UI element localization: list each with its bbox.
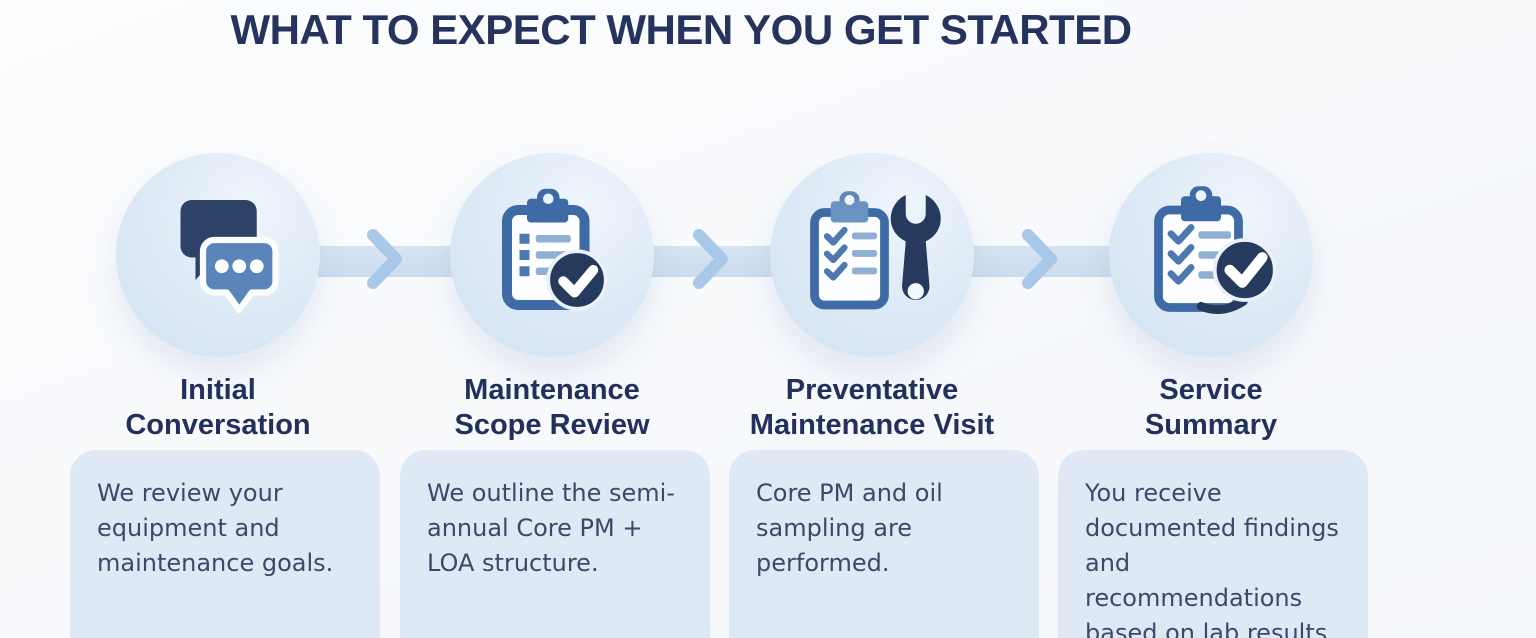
clipboard-check-badge-icon bbox=[1154, 186, 1277, 315]
step-title-line: Scope Review bbox=[454, 409, 650, 441]
step-description: You receive documented findings and reco… bbox=[1085, 479, 1339, 638]
step-title-line: Preventative bbox=[785, 374, 959, 406]
step-title-line: Conversation bbox=[125, 409, 311, 441]
step-description: We outline the semi-annual Core PM + LOA… bbox=[427, 479, 675, 577]
step-card-initial-conversation: We review your equipment and maintenance… bbox=[70, 450, 380, 638]
step-card-maintenance-scope-review: We outline the semi-annual Core PM + LOA… bbox=[400, 450, 710, 638]
step-circle-service-summary bbox=[1109, 153, 1313, 357]
clipboard-wrench-icon bbox=[810, 191, 941, 310]
chat-bubbles-icon bbox=[180, 200, 279, 314]
step-title-line: Summary bbox=[1144, 409, 1278, 441]
step-title-initial-conversation: Initial Conversation bbox=[58, 373, 378, 443]
step-circle-initial-conversation bbox=[116, 153, 320, 357]
step-circle-maintenance-scope-review bbox=[450, 153, 654, 357]
page-title: WHAT TO EXPECT WHEN YOU GET STARTED bbox=[230, 6, 1132, 53]
step-title-line: Maintenance Visit bbox=[749, 409, 995, 441]
step-title-line: Maintenance bbox=[464, 374, 640, 406]
clipboard-check-icon bbox=[502, 188, 608, 311]
step-title-service-summary: Service Summary bbox=[1051, 373, 1371, 443]
step-title-line: Initial bbox=[180, 374, 256, 406]
step-description: We review your equipment and maintenance… bbox=[97, 479, 334, 577]
step-card-preventative-maintenance-visit: Core PM and oil sampling are performed. bbox=[729, 450, 1039, 638]
chevron-right-icon bbox=[1022, 229, 1057, 289]
chevron-right-icon bbox=[367, 229, 402, 289]
step-title-line: Service bbox=[1159, 374, 1263, 406]
step-title-maintenance-scope-review: Maintenance Scope Review bbox=[392, 373, 712, 443]
step-card-service-summary: You receive documented findings and reco… bbox=[1058, 450, 1368, 638]
step-circle-preventative-maintenance-visit bbox=[770, 153, 974, 357]
step-description: Core PM and oil sampling are performed. bbox=[756, 479, 943, 577]
chevron-right-icon bbox=[693, 229, 728, 289]
step-title-preventative-maintenance-visit: Preventative Maintenance Visit bbox=[712, 373, 1032, 443]
